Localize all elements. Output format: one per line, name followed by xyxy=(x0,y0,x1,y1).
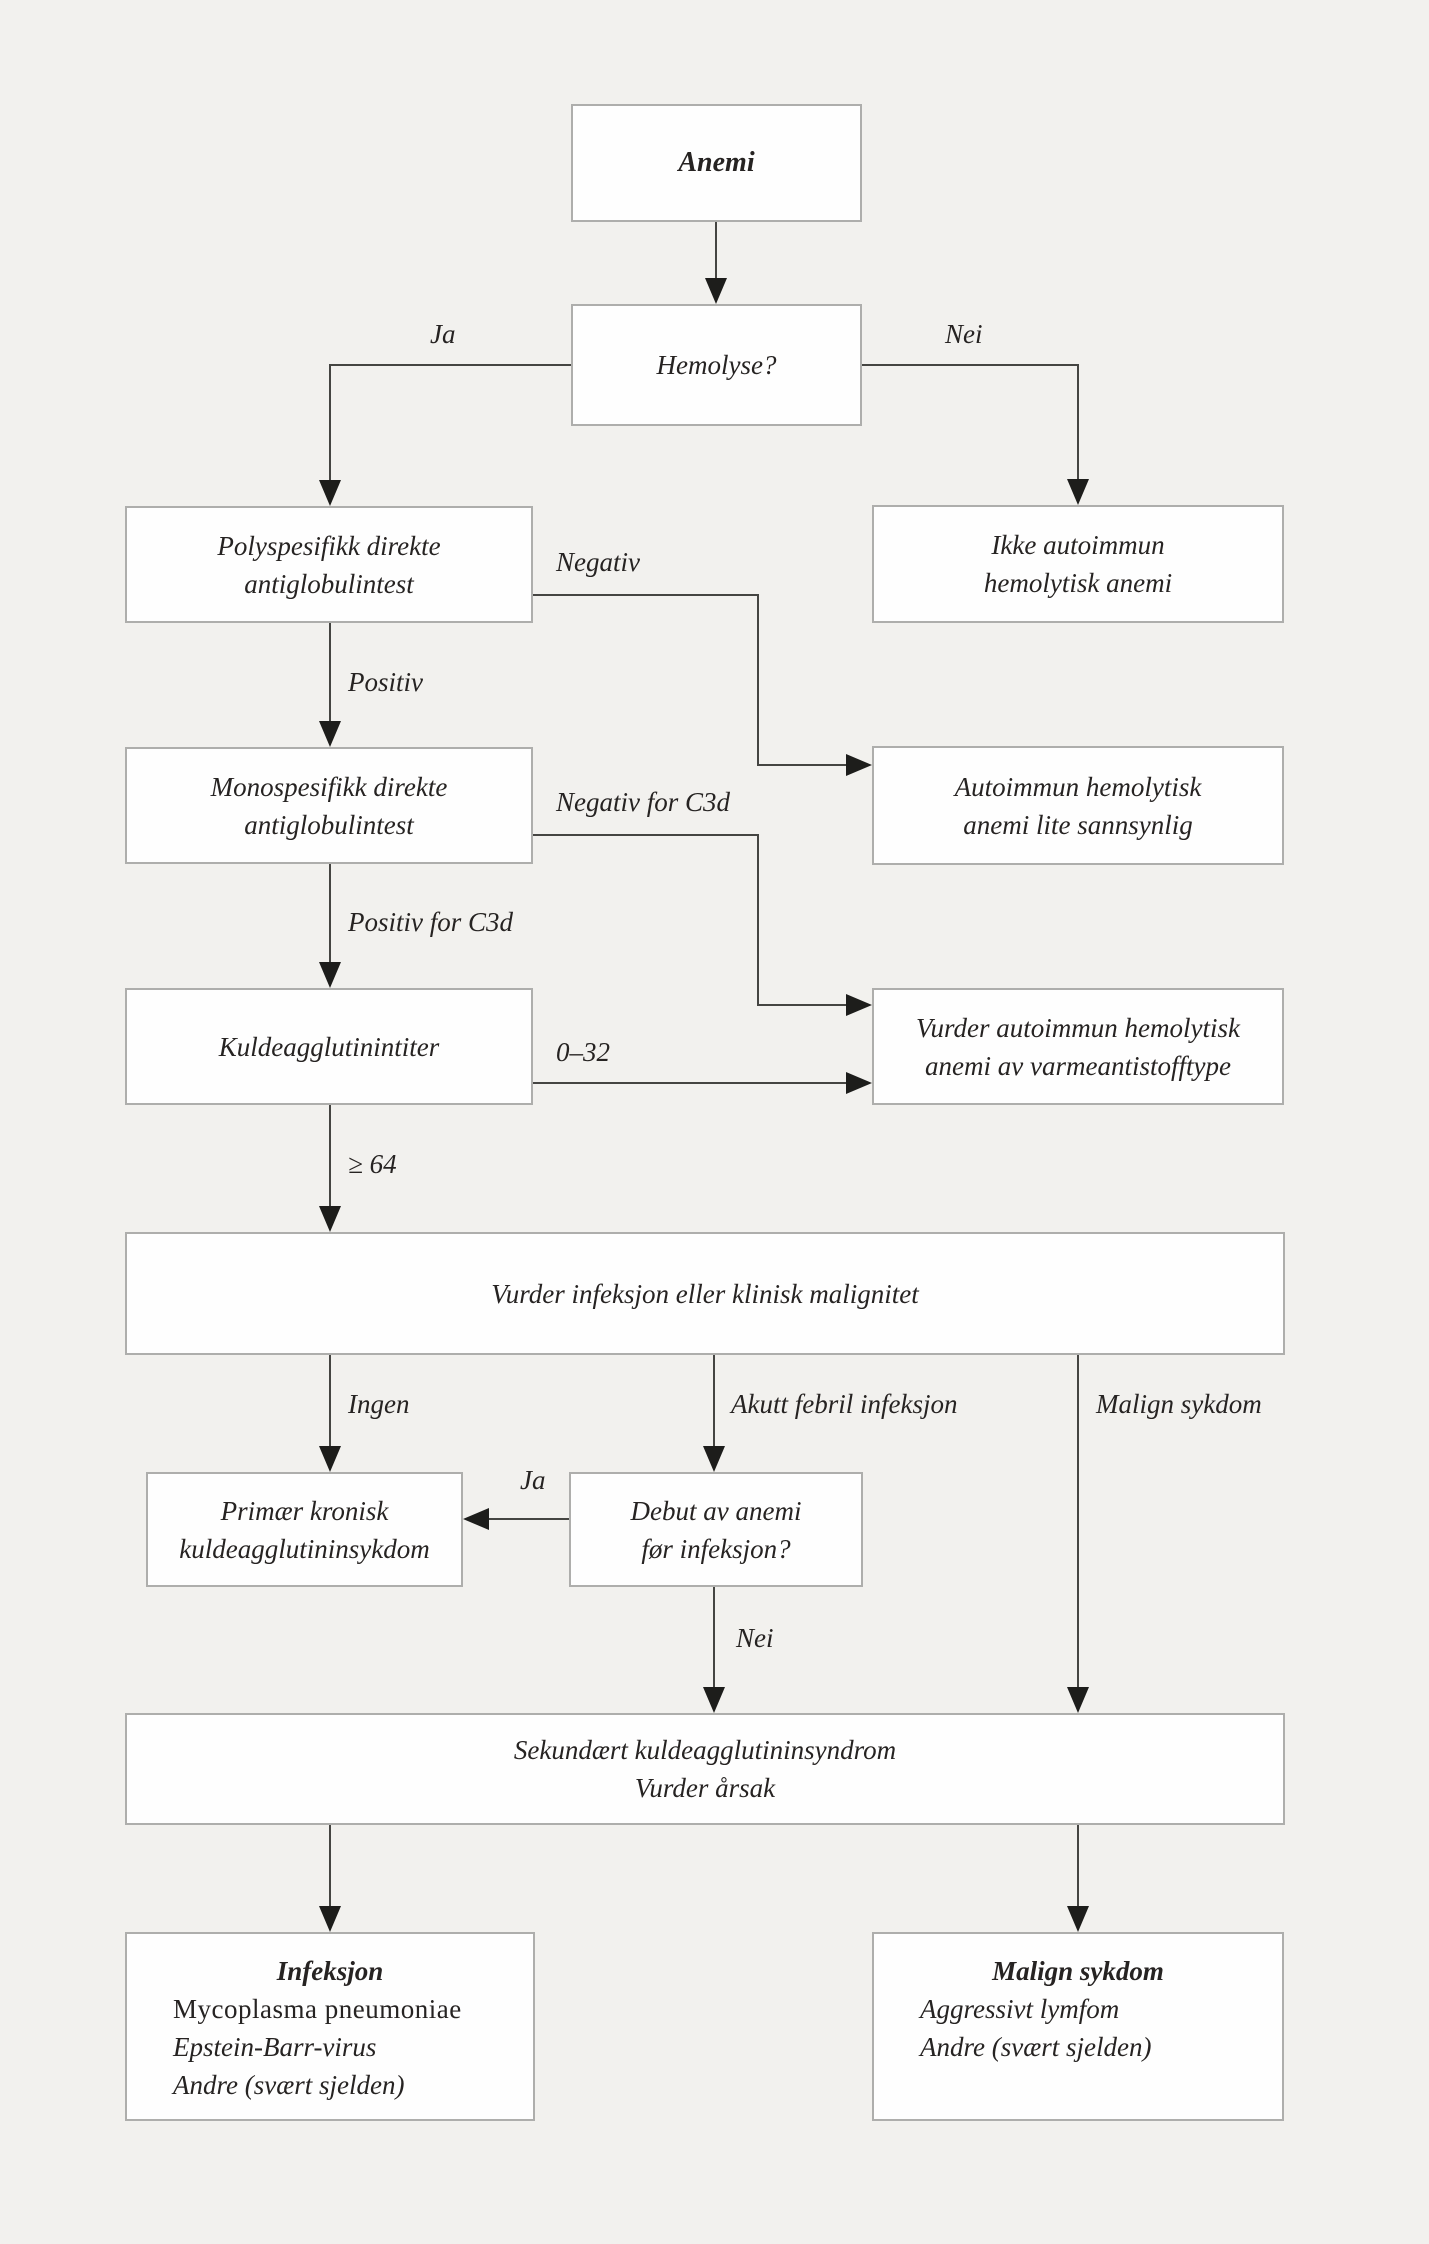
arrowhead-into-vurder-infeksjon xyxy=(319,1206,341,1232)
connector-nei-mid xyxy=(713,1587,715,1689)
edge-label-nei-mid: Nei xyxy=(736,1623,774,1653)
node-infeksjon-causes: Infeksjon Mycoplasma pneumoniae Epstein-… xyxy=(125,1932,535,2121)
node-infeksjon-item-3: Andre (svært sjelden) xyxy=(173,2070,405,2100)
node-autolite-line2: anemi lite sannsynlig xyxy=(963,809,1193,840)
connector-titer-hoy xyxy=(329,1105,331,1208)
node-vurder-infeksjon-malignitet: Vurder infeksjon eller klinisk malignite… xyxy=(125,1232,1285,1355)
arrowhead-into-varme-bottom xyxy=(846,1072,872,1094)
edge-label-ja-mid: Ja xyxy=(520,1465,546,1495)
connector-nei-horizontal xyxy=(862,364,1079,366)
arrowhead-into-kulde xyxy=(319,962,341,988)
arrowhead-into-sekundaert-left xyxy=(703,1687,725,1713)
node-hemolyse-label: Hemolyse? xyxy=(656,350,777,380)
edge-label-positiv-c3d: Positiv for C3d xyxy=(348,907,514,937)
edge-label-negativ-c3d: Negativ for C3d xyxy=(556,787,730,817)
connector-malign-sykdom xyxy=(1077,1355,1079,1689)
node-infeksjon-item-1: Mycoplasma pneumoniae xyxy=(173,1994,462,2024)
node-malign-causes: Malign sykdom Aggressivt lymfom Andre (s… xyxy=(872,1932,1284,2121)
arrowhead-into-polyspesifikk xyxy=(319,480,341,506)
connector-titer-lav xyxy=(533,1082,846,1084)
edge-label-titer-64: ≥ 64 xyxy=(348,1149,397,1179)
node-malign-title: Malign sykdom xyxy=(992,1956,1164,1986)
node-poly-line1: Polyspesifikk direkte xyxy=(217,530,441,561)
connector-akutt-febril xyxy=(713,1355,715,1448)
node-ikke-line2: hemolytisk anemi xyxy=(983,568,1173,598)
arrowhead-into-primaer-from-debut xyxy=(463,1508,489,1530)
arrowhead-into-primaer xyxy=(319,1446,341,1472)
node-varme-line1: Vurder autoimmun hemolytisk xyxy=(916,1012,1240,1043)
connector-ja-vertical xyxy=(329,364,331,482)
connector-positiv-c3d xyxy=(329,864,331,964)
connector-negativ-into-box xyxy=(757,764,846,766)
node-malign-item-2: Andre (svært sjelden) xyxy=(920,2032,1152,2062)
node-malign-item-1: Aggressivt lymfom xyxy=(920,1994,1120,2024)
node-mono-line1: Monospesifikk direkte xyxy=(210,771,448,802)
connector-nei-vertical xyxy=(1077,364,1079,481)
arrowhead-into-monospesifikk xyxy=(319,721,341,747)
connector-ingen xyxy=(329,1355,331,1448)
arrowhead-into-malign-box xyxy=(1067,1906,1089,1932)
connector-sekundaert-infeksjon xyxy=(329,1825,331,1908)
node-primaer-kronisk: Primær kronisk kuldeagglutininsykdom xyxy=(146,1472,463,1587)
node-infeksjon-title: Infeksjon xyxy=(276,1956,384,1986)
arrowhead-into-hemolyse xyxy=(705,278,727,304)
node-poly-line2: antiglobulintest xyxy=(244,568,414,599)
connector-anemi-hemolyse xyxy=(715,222,717,280)
node-varme-line2: anemi av varmeantistofftype xyxy=(925,1050,1231,1081)
node-monospesifikk-dat: Monospesifikk direkte antiglobulintest xyxy=(125,747,533,864)
node-autolite-line1: Autoimmun hemolytisk xyxy=(954,771,1202,802)
connector-negativ-vertical xyxy=(757,594,759,766)
node-sekundaert-syndrom: Sekundært kuldeagglutininsyndrom Vurder … xyxy=(125,1713,1285,1825)
node-sekundaert-line1: Sekundært kuldeagglutininsyndrom xyxy=(513,1735,897,1765)
arrowhead-into-autoimmun-lite xyxy=(846,754,872,776)
connector-negativ-c3d-into-box xyxy=(757,1004,846,1006)
node-polyspesifikk-dat: Polyspesifikk direkte antiglobulintest xyxy=(125,506,533,623)
arrowhead-into-debut xyxy=(703,1446,725,1472)
node-kulde-label: Kuldeagglutinintiter xyxy=(218,1031,440,1062)
connector-ja-horizontal xyxy=(330,364,571,366)
edge-label-positiv: Positiv xyxy=(348,667,423,697)
node-primaer-line1: Primær kronisk xyxy=(220,1495,389,1526)
node-kuldeagglutinintiter: Kuldeagglutinintiter xyxy=(125,988,533,1105)
node-hemolyse: Hemolyse? xyxy=(571,304,862,426)
arrowhead-into-infeksjon-box xyxy=(319,1906,341,1932)
connector-negativ-c3d-vertical xyxy=(757,834,759,1006)
connector-positiv xyxy=(329,623,331,723)
node-primaer-line2: kuldeagglutininsykdom xyxy=(179,1533,430,1564)
edge-label-nei-top: Nei xyxy=(945,319,983,349)
edge-label-negativ: Negativ xyxy=(556,547,640,577)
edge-label-ja-top: Ja xyxy=(430,319,456,349)
node-mono-line2: antiglobulintest xyxy=(244,809,414,840)
connector-negativ-c3d-horizontal xyxy=(533,834,759,836)
arrowhead-into-ikke-autoimmun xyxy=(1067,479,1089,505)
node-debut-line1: Debut av anemi xyxy=(630,1495,802,1526)
edge-label-akutt-febril: Akutt febril infeksjon xyxy=(731,1389,958,1419)
node-vurderinf-label: Vurder infeksjon eller klinisk malignite… xyxy=(491,1278,919,1309)
connector-sekundaert-malign xyxy=(1077,1825,1079,1908)
node-debut-line2: før infeksjon? xyxy=(641,1533,791,1564)
connector-ja-mid xyxy=(489,1518,569,1520)
node-sekundaert-line2: Vurder årsak xyxy=(634,1773,776,1803)
node-anemi: Anemi xyxy=(571,104,862,222)
node-anemi-label: Anemi xyxy=(678,147,755,178)
node-vurder-varmeantistoff: Vurder autoimmun hemolytisk anemi av var… xyxy=(872,988,1284,1105)
arrowhead-into-sekundaert-right xyxy=(1067,1687,1089,1713)
arrowhead-into-varme-top xyxy=(846,994,872,1016)
connector-negativ-horizontal xyxy=(533,594,759,596)
node-ikke-autoimmun: Ikke autoimmun hemolytisk anemi xyxy=(872,505,1284,623)
node-infeksjon-item-2: Epstein-Barr-virus xyxy=(173,2032,377,2062)
node-debut-av-anemi: Debut av anemi før infeksjon? xyxy=(569,1472,863,1587)
edge-label-ingen: Ingen xyxy=(348,1389,410,1419)
edge-label-malign-sykdom: Malign sykdom xyxy=(1096,1389,1262,1419)
node-autoimmun-lite-sannsynlig: Autoimmun hemolytisk anemi lite sannsynl… xyxy=(872,746,1284,865)
node-ikke-line1: Ikke autoimmun xyxy=(991,530,1165,560)
edge-label-titer-0-32: 0–32 xyxy=(556,1037,610,1067)
